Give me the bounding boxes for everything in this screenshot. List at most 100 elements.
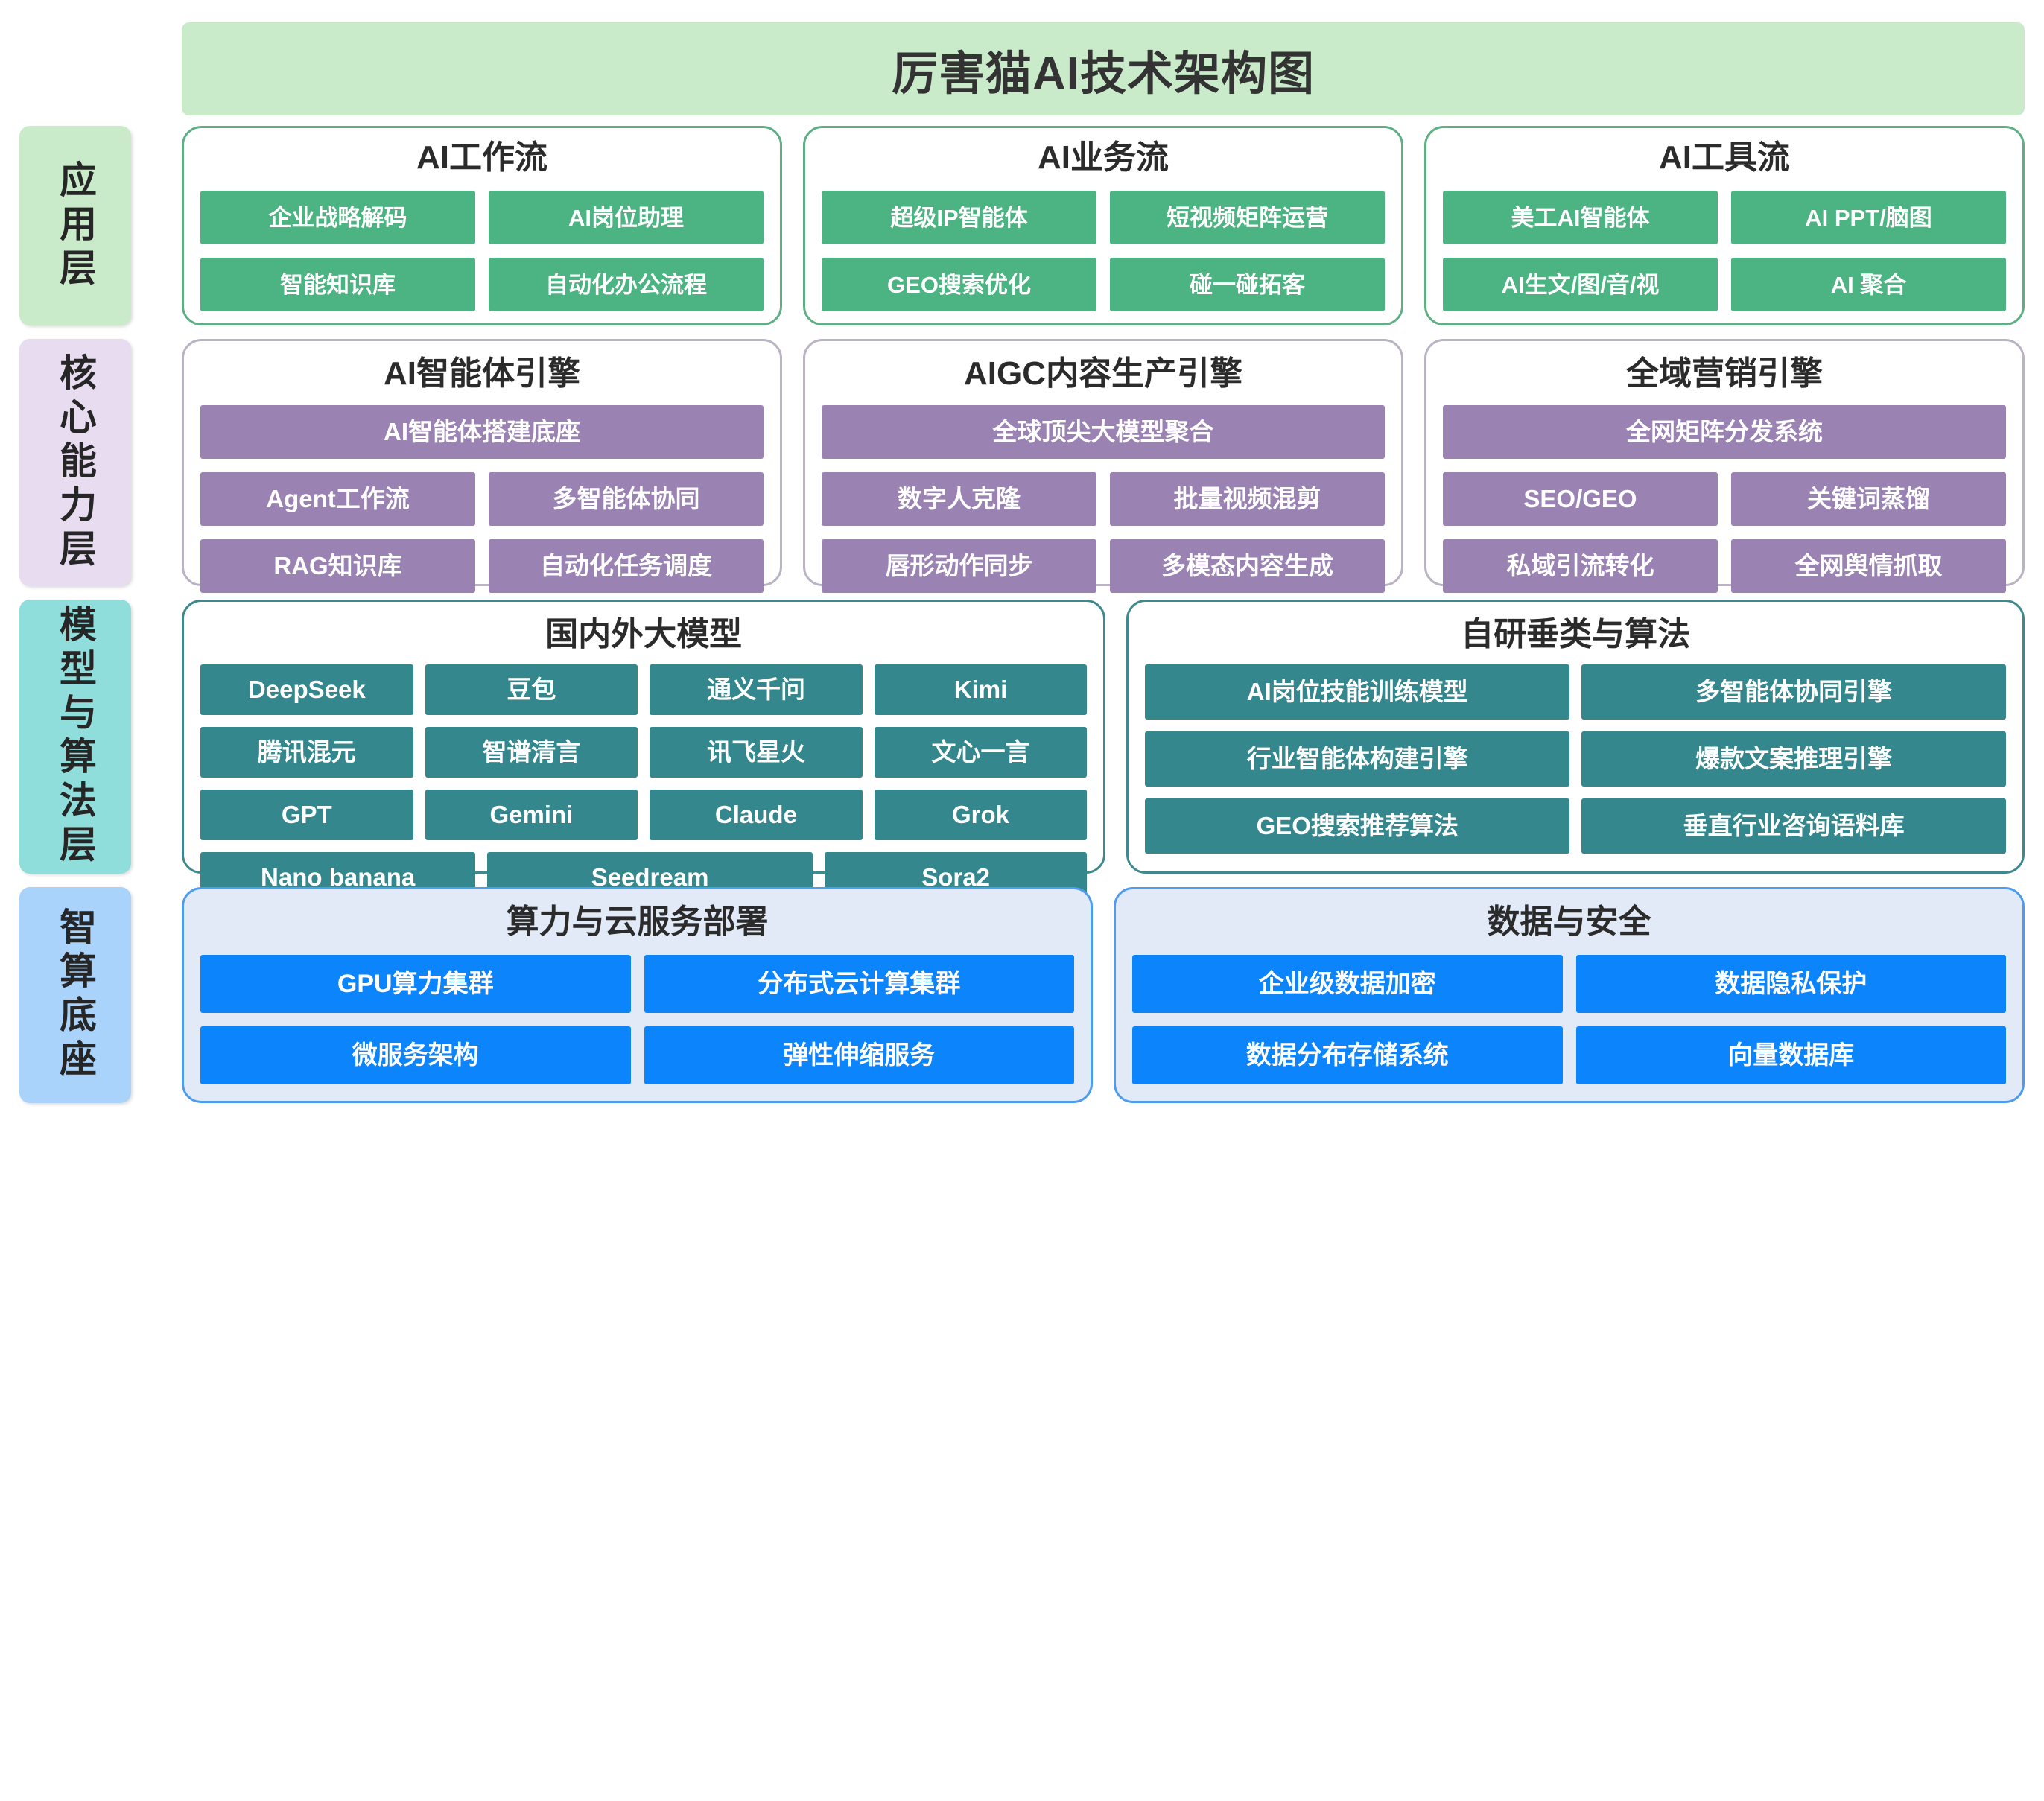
feature-chip[interactable]: AI生文/图/音/视	[1443, 258, 1718, 312]
chip-row: 企业战略解码 AI岗位助理	[200, 191, 764, 245]
feature-chip[interactable]: 爆款文案推理引擎	[1581, 731, 2007, 787]
feature-chip[interactable]: Gemini	[425, 790, 638, 841]
chip-row: 数字人克隆批量视频混剪	[822, 472, 1385, 527]
chip-row: 唇形动作同步多模态内容生成	[822, 539, 1385, 594]
feature-chip[interactable]: 短视频矩阵运营	[1110, 191, 1385, 245]
chip-row: RAG知识库自动化任务调度	[200, 539, 764, 594]
feature-chip[interactable]: 数字人克隆	[822, 472, 1096, 527]
feature-chip[interactable]: GEO搜索优化	[822, 258, 1096, 312]
feature-chip[interactable]: 企业战略解码	[200, 191, 475, 245]
feature-chip[interactable]: 全网舆情抓取	[1731, 539, 2006, 594]
panel-title: AI智能体引擎	[384, 355, 580, 392]
chip-row: 智能知识库自动化办公流程	[200, 258, 764, 312]
layer-tab-infrastructure[interactable]: 智算底座	[19, 887, 131, 1103]
feature-chip[interactable]: 数据隐私保护	[1575, 955, 2006, 1014]
layer-tab-application[interactable]: 应用层	[19, 126, 131, 325]
layer-tab-core-capability[interactable]: 核心能力层	[19, 339, 131, 586]
feature-chip[interactable]: 讯飞星火	[650, 727, 863, 778]
feature-chip[interactable]: 关键词蒸馏	[1731, 472, 2006, 527]
chip-row: 腾讯混元智谱清言讯飞星火文心一言	[200, 727, 1088, 778]
feature-chip[interactable]: AI智能体搭建底座	[200, 405, 764, 460]
feature-chip[interactable]: 美工AI智能体	[1443, 191, 1718, 245]
feature-chip[interactable]: GPU算力集群	[200, 955, 631, 1014]
chip-row: 全球顶尖大模型聚合	[822, 405, 1385, 460]
feature-chip[interactable]: 企业级数据加密	[1132, 955, 1563, 1014]
panel-title: 数据与安全	[1487, 903, 1651, 940]
chip-row: 数据分布存储系统向量数据库	[1132, 1026, 2006, 1085]
feature-chip[interactable]: 多智能体协同	[489, 472, 764, 527]
feature-chip[interactable]: 全网矩阵分发系统	[1443, 405, 2006, 460]
feature-chip[interactable]: 通义千问	[650, 664, 863, 716]
feature-chip[interactable]: 全球顶尖大模型聚合	[822, 405, 1385, 460]
feature-chip[interactable]: 智能知识库	[200, 258, 475, 312]
layer-tab-label: 应用层	[54, 159, 96, 292]
feature-chip[interactable]: AI 聚合	[1731, 258, 2006, 312]
feature-chip[interactable]: 弹性伸缩服务	[644, 1026, 1074, 1085]
feature-chip[interactable]: 批量视频混剪	[1110, 472, 1385, 527]
layer-row-core-capability: 核心能力层 AI智能体引擎 AI智能体搭建底座 Agent工作流多智能体协同 RAG知识…	[19, 339, 2025, 594]
layer-tab-label: 模型与算法层	[54, 605, 96, 868]
feature-chip[interactable]: 超级IP智能体	[822, 191, 1096, 245]
feature-chip[interactable]: RAG知识库	[200, 539, 475, 594]
feature-chip[interactable]: Claude	[650, 790, 863, 841]
feature-chip[interactable]: 自动化任务调度	[489, 539, 764, 594]
chip-row: GEO搜索推荐算法垂直行业咨询语料库	[1145, 798, 2007, 854]
feature-chip[interactable]: AI PPT/脑图	[1731, 191, 2006, 245]
feature-chip[interactable]: 向量数据库	[1575, 1026, 2006, 1085]
feature-chip[interactable]: 腾讯混元	[200, 727, 413, 778]
chip-grid: 超级IP智能体短视频矩阵运营 GEO搜索优化碰一碰拓客	[822, 191, 1385, 312]
feature-chip[interactable]: AI岗位助理	[489, 191, 764, 245]
feature-chip[interactable]: 垂直行业咨询语料库	[1581, 798, 2007, 854]
chip-row: AI岗位技能训练模型多智能体协同引擎	[1145, 664, 2007, 720]
feature-chip[interactable]: 数据分布存储系统	[1132, 1026, 1563, 1085]
feature-chip[interactable]: 豆包	[425, 664, 638, 716]
chip-row: GEO搜索优化碰一碰拓客	[822, 258, 1385, 312]
title-spacer	[19, 22, 182, 115]
feature-chip[interactable]: 唇形动作同步	[822, 539, 1096, 594]
chip-row: 微服务架构弹性伸缩服务	[200, 1026, 1074, 1085]
feature-chip[interactable]: GPT	[200, 790, 413, 841]
chip-grid: 全球顶尖大模型聚合数字人克隆批量视频混剪唇形动作同步多模态内容生成	[822, 405, 1385, 594]
feature-chip[interactable]: 行业智能体构建引擎	[1145, 731, 1570, 787]
panel-card: AI智能体引擎 AI智能体搭建底座 Agent工作流多智能体协同 RAG知识库自动化任…	[182, 339, 782, 594]
feature-chip[interactable]: Grok	[874, 790, 1088, 841]
feature-chip[interactable]: 多智能体协同引擎	[1581, 664, 2007, 720]
title-banner: 厉害猫AI技术架构图	[182, 22, 2025, 115]
feature-chip[interactable]: Agent工作流	[200, 472, 475, 527]
panel-title: 算力与云服务部署	[506, 903, 769, 940]
feature-chip[interactable]: 碰一碰拓客	[1110, 258, 1385, 312]
feature-chip[interactable]: DeepSeek	[200, 664, 413, 716]
page-title: 厉害猫AI技术架构图	[891, 48, 1315, 100]
feature-chip[interactable]: 智谱清言	[425, 727, 638, 778]
feature-chip[interactable]: GEO搜索推荐算法	[1145, 798, 1570, 854]
feature-chip[interactable]: Kimi	[874, 664, 1088, 716]
feature-chip[interactable]: 多模态内容生成	[1110, 539, 1385, 594]
feature-chip[interactable]: 自动化办公流程	[489, 258, 764, 312]
chip-grid: AI智能体搭建底座 Agent工作流多智能体协同 RAG知识库自动化任务调度	[200, 405, 764, 594]
layer-tab-model-algorithm[interactable]: 模型与算法层	[19, 600, 131, 874]
feature-chip[interactable]: AI岗位技能训练模型	[1145, 664, 1570, 720]
chip-row: 企业级数据加密数据隐私保护	[1132, 955, 2006, 1014]
feature-chip[interactable]: 文心一言	[874, 727, 1088, 778]
feature-chip[interactable]: 分布式云计算集群	[644, 955, 1074, 1014]
chip-row: AI智能体搭建底座	[200, 405, 764, 460]
feature-chip[interactable]: SEO/GEO	[1443, 472, 1718, 527]
feature-chip[interactable]: 私域引流转化	[1443, 539, 1718, 594]
feature-chip[interactable]: 微服务架构	[200, 1026, 631, 1085]
